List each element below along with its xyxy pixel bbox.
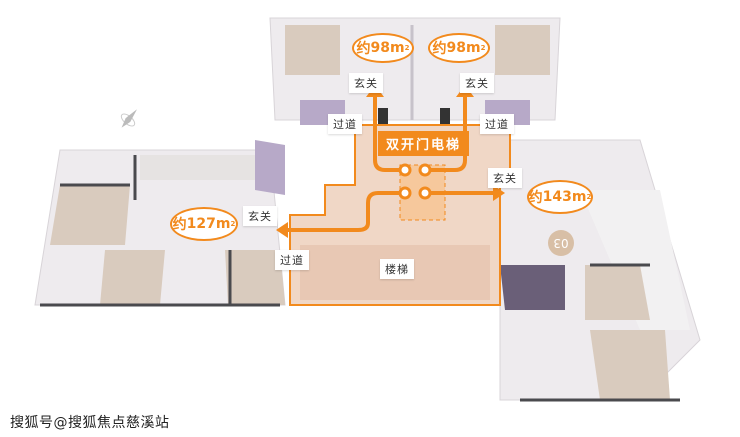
area-unit: m (215, 216, 231, 232)
area-value: 143 (542, 189, 572, 205)
arrow-icon (276, 222, 288, 238)
arrow-heads (276, 85, 505, 238)
area-value: 98 (370, 40, 390, 56)
area-prefix: 约 (172, 217, 187, 233)
label-corridor-left: 过道 (275, 250, 309, 270)
area-sup: 2 (480, 44, 486, 52)
path-to-left (283, 191, 407, 232)
path-to-top-left (373, 93, 407, 172)
elevator-nodes (398, 163, 432, 200)
area-sup: 2 (230, 220, 236, 228)
area-unit: m (466, 40, 481, 56)
label-foyer-right: 玄关 (488, 168, 522, 188)
label-foyer-top-right: 玄关 (460, 73, 494, 93)
circulation-paths (283, 93, 497, 232)
arrow-icon (493, 185, 505, 201)
area-sup: 2 (404, 44, 410, 52)
area-prefix: 约 (528, 190, 543, 206)
area-prefix: 约 (432, 41, 447, 57)
label-elevator: 双开门电梯 (378, 131, 470, 156)
unit-right-plan (499, 139, 701, 402)
area-value: 98 (446, 40, 466, 56)
label-corridor-top-right: 过道 (480, 114, 514, 134)
area-unit: m (571, 189, 587, 205)
label-stairs: 楼梯 (380, 259, 414, 279)
path-to-top-right (423, 93, 467, 172)
area-unit: m (390, 40, 405, 56)
unit-left-plan (34, 140, 286, 307)
unit-number-badge: 03 (548, 230, 574, 256)
label-foyer-left: 玄关 (243, 206, 277, 226)
area-value: 127 (186, 216, 216, 232)
watermark: 搜狐号@搜狐焦点慈溪站 (10, 415, 170, 431)
area-prefix: 约 (356, 41, 371, 57)
label-foyer-top-left: 玄关 (349, 73, 383, 93)
label-corridor-top-left: 过道 (328, 114, 362, 134)
area-sup: 2 (586, 193, 592, 201)
compass-icon (120, 109, 137, 128)
unit-top-plan (269, 17, 561, 126)
